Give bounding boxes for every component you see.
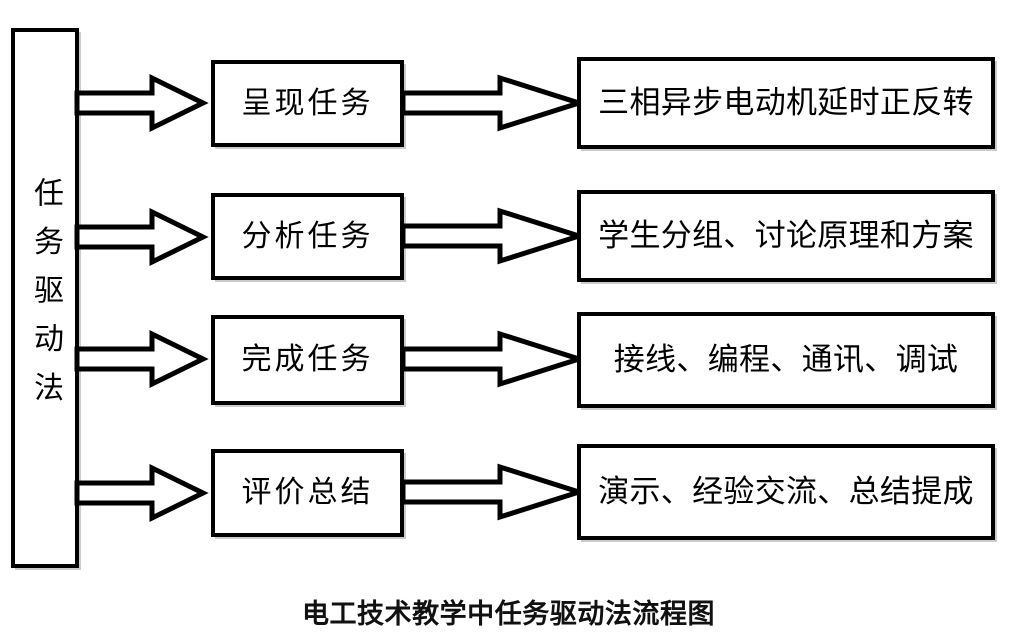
stage-label-2: 分析任务 [241, 219, 374, 253]
stage-box-1: 呈现任务 [211, 60, 404, 147]
arrow-left-to-stage-4 [74, 462, 209, 524]
arrow-left-to-stage-3 [74, 328, 209, 390]
detail-label-2: 学生分组、讨论原理和方案 [598, 217, 974, 253]
stage-box-3: 完成任务 [211, 315, 404, 405]
detail-box-4: 演示、经验交流、总结提成 [577, 444, 995, 540]
arrow-stage-3-to-detail-3 [400, 328, 588, 390]
arrow-left-to-stage-2 [74, 206, 209, 268]
left-method-box: 任务驱动法 [11, 28, 79, 568]
stage-box-2: 分析任务 [211, 193, 404, 280]
arrow-stage-1-to-detail-1 [400, 72, 588, 134]
stage-box-4: 评价总结 [211, 449, 404, 537]
arrow-stage-2-to-detail-2 [400, 205, 588, 267]
detail-box-3: 接线、编程、通讯、调试 [577, 312, 995, 408]
arrow-stage-4-to-detail-4 [400, 461, 588, 523]
stage-label-1: 呈现任务 [241, 86, 374, 120]
detail-box-1: 三相异步电动机延时正反转 [577, 57, 995, 149]
detail-label-4: 演示、经验交流、总结提成 [598, 473, 974, 509]
detail-box-2: 学生分组、讨论原理和方案 [577, 190, 995, 282]
arrow-left-to-stage-1 [74, 72, 209, 134]
stage-label-4: 评价总结 [241, 476, 374, 510]
stage-label-3: 完成任务 [241, 343, 374, 377]
detail-label-1: 三相异步电动机延时正反转 [598, 84, 974, 120]
detail-label-3: 接线、编程、通讯、调试 [613, 341, 959, 377]
figure-caption: 电工技术教学中任务驱动法流程图 [301, 599, 716, 630]
left-method-label: 任务驱动法 [29, 176, 62, 420]
